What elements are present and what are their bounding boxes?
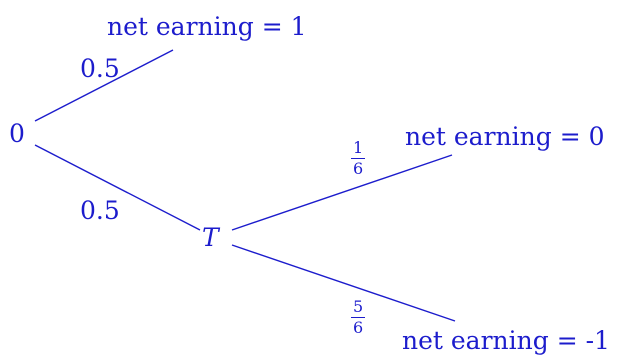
outcome-bottom-label: net earning = -1 — [402, 326, 610, 355]
t-node-label: T — [202, 223, 219, 252]
edge-t-to-bottom — [231, 244, 456, 322]
prob-t-down-fraction: 5 6 — [351, 297, 366, 337]
edge-root-to-t — [34, 144, 201, 231]
prob-t-down-denominator: 6 — [353, 318, 364, 337]
prob-root-down-label: 0.5 — [80, 196, 120, 225]
prob-t-up-numerator: 1 — [351, 138, 366, 159]
prob-t-up-denominator: 6 — [353, 159, 364, 178]
edge-root-to-top — [34, 49, 174, 122]
prob-t-up-fraction: 1 6 — [351, 138, 366, 178]
prob-t-down-numerator: 5 — [351, 297, 366, 318]
root-node-label: 0 — [9, 119, 25, 148]
edge-t-to-mid — [231, 154, 453, 231]
outcome-mid-label: net earning = 0 — [405, 122, 605, 151]
prob-root-up-label: 0.5 — [80, 54, 120, 83]
outcome-top-label: net earning = 1 — [107, 12, 307, 41]
